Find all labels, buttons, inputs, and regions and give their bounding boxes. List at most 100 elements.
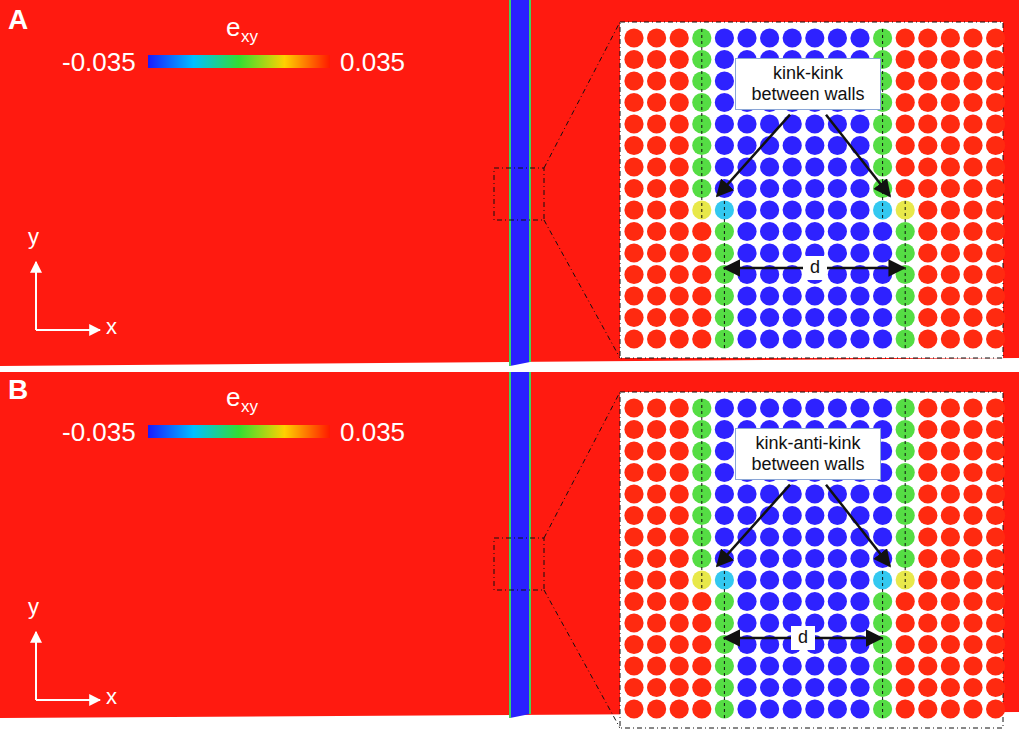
atom xyxy=(647,613,666,632)
atom xyxy=(647,699,666,718)
atom xyxy=(828,308,847,327)
atom xyxy=(647,265,666,284)
atom xyxy=(986,484,1005,503)
atom xyxy=(737,243,756,262)
atom xyxy=(918,93,937,112)
atom xyxy=(783,28,802,47)
scale-max: 0.035 xyxy=(340,49,405,75)
atom xyxy=(941,179,960,198)
atom xyxy=(873,484,892,503)
atom xyxy=(670,635,689,654)
atom xyxy=(624,243,643,262)
atom xyxy=(805,157,824,176)
atom xyxy=(896,28,915,47)
atom xyxy=(805,527,824,546)
atom xyxy=(896,179,915,198)
atom xyxy=(670,200,689,219)
atom xyxy=(737,656,756,675)
atom xyxy=(647,635,666,654)
atom xyxy=(715,114,734,133)
atom xyxy=(896,136,915,155)
atom xyxy=(624,484,643,503)
atom xyxy=(692,222,711,241)
atom xyxy=(760,329,779,348)
atom xyxy=(850,398,869,417)
atom xyxy=(624,549,643,568)
atom xyxy=(670,136,689,155)
atom xyxy=(850,329,869,348)
atom xyxy=(737,286,756,305)
atom xyxy=(670,398,689,417)
atom xyxy=(918,308,937,327)
callout-box: kink-kink between walls xyxy=(735,58,881,109)
atom xyxy=(670,613,689,632)
atom xyxy=(873,398,892,417)
atom xyxy=(760,527,779,546)
atom xyxy=(760,678,779,697)
atom xyxy=(850,506,869,525)
atom xyxy=(647,441,666,460)
atom xyxy=(805,678,824,697)
atom xyxy=(624,329,643,348)
atom xyxy=(647,114,666,133)
atom xyxy=(850,484,869,503)
atom xyxy=(986,308,1005,327)
atom xyxy=(715,93,734,112)
atom xyxy=(624,570,643,589)
atom xyxy=(783,398,802,417)
atom xyxy=(647,592,666,611)
atom xyxy=(783,656,802,675)
scale-symbol: e xyxy=(226,14,240,40)
atom xyxy=(850,678,869,697)
node-text: d xyxy=(810,258,820,278)
atom xyxy=(647,71,666,90)
atom xyxy=(986,549,1005,568)
atom xyxy=(624,463,643,482)
atom xyxy=(918,157,937,176)
atom xyxy=(647,656,666,675)
atom xyxy=(850,592,869,611)
atom xyxy=(624,222,643,241)
atom xyxy=(647,222,666,241)
atom xyxy=(692,329,711,348)
atom xyxy=(918,549,937,568)
atom xyxy=(670,308,689,327)
atom xyxy=(805,570,824,589)
atom xyxy=(715,463,734,482)
atom xyxy=(941,71,960,90)
atom xyxy=(963,527,982,546)
atom xyxy=(986,656,1005,675)
atom xyxy=(918,286,937,305)
atom xyxy=(760,549,779,568)
atom xyxy=(896,71,915,90)
atom xyxy=(805,308,824,327)
atom xyxy=(647,93,666,112)
atom xyxy=(873,114,892,133)
atom xyxy=(963,308,982,327)
atom xyxy=(986,527,1005,546)
atom xyxy=(624,157,643,176)
callout-box: kink-anti-kink between walls xyxy=(735,428,881,479)
wall-line xyxy=(701,399,702,589)
atom xyxy=(624,28,643,47)
atom xyxy=(896,613,915,632)
atom xyxy=(737,678,756,697)
atom xyxy=(918,398,937,417)
atom xyxy=(941,463,960,482)
atom xyxy=(692,699,711,718)
atom xyxy=(896,286,915,305)
atom xyxy=(783,527,802,546)
atom xyxy=(963,420,982,439)
atom xyxy=(918,243,937,262)
atom xyxy=(941,50,960,69)
atom xyxy=(918,527,937,546)
atom xyxy=(783,222,802,241)
axis-label: x xyxy=(106,316,117,338)
atom xyxy=(692,441,711,460)
atom xyxy=(624,398,643,417)
atom xyxy=(670,699,689,718)
atom xyxy=(963,265,982,284)
atom xyxy=(873,656,892,675)
atom xyxy=(963,506,982,525)
atom xyxy=(624,265,643,284)
